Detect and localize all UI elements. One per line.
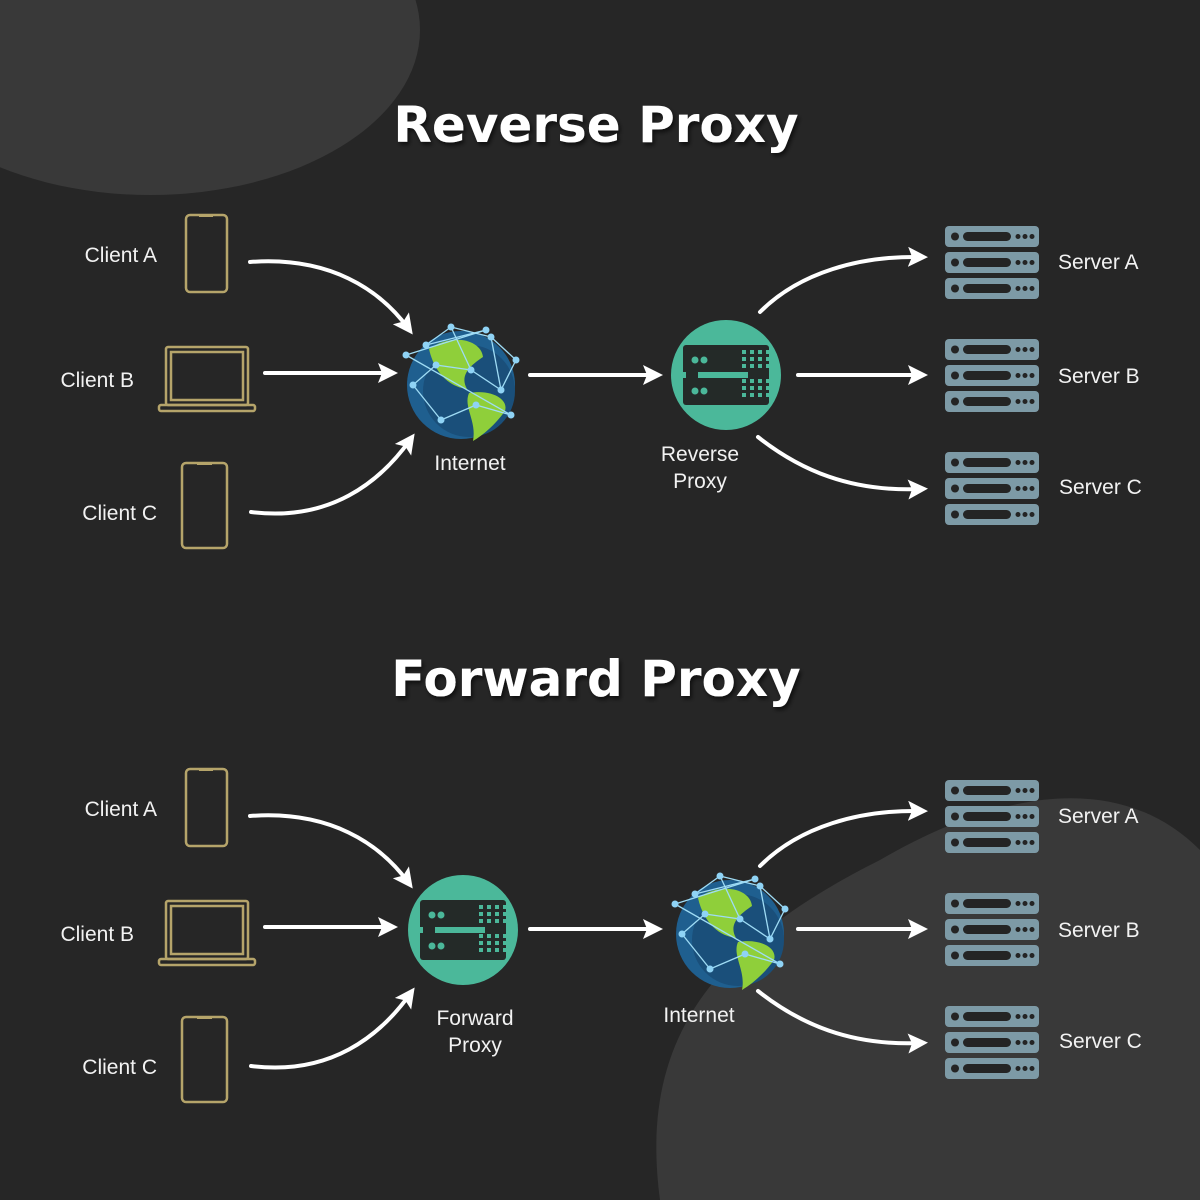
connection-arrows: [248, 246, 928, 516]
client-a-label: Client A: [85, 244, 157, 267]
client-b-label: Client B: [60, 923, 134, 946]
server-a-label: Server A: [1058, 805, 1139, 828]
laptop-icon: [157, 345, 257, 413]
phone-icon: [184, 767, 229, 848]
internet-globe-icon: [671, 872, 789, 990]
phone-icon: [180, 461, 229, 550]
server-b-label: Server B: [1058, 919, 1140, 942]
decorative-blob-top: [0, 0, 420, 195]
laptop-icon: [157, 899, 257, 967]
server-stack-icon: [945, 780, 1039, 853]
server-stack-icon: [945, 893, 1039, 966]
connection-arrows: [248, 800, 928, 1070]
client-a-label: Client A: [85, 798, 157, 821]
proxy-server-icon: [671, 320, 781, 430]
server-b-label: Server B: [1058, 365, 1140, 388]
server-a-label: Server A: [1058, 251, 1139, 274]
internet-globe-icon: [402, 323, 520, 441]
proxy-label: Proxy: [673, 470, 727, 493]
section-title: Forward Proxy: [391, 650, 800, 708]
decorative-blob-bottom: [656, 798, 1200, 1200]
client-c-label: Client C: [82, 502, 157, 525]
client-c-label: Client C: [82, 1056, 157, 1079]
server-stack-icon: [945, 1006, 1039, 1079]
server-stack-icon: [945, 339, 1039, 412]
section-title: Reverse Proxy: [393, 96, 798, 154]
proxy-label: Reverse: [661, 443, 739, 466]
client-b-label: Client B: [60, 369, 134, 392]
phone-icon: [180, 1015, 229, 1104]
proxy-label: Forward: [436, 1007, 513, 1030]
server-c-label: Server C: [1059, 476, 1142, 499]
server-c-label: Server C: [1059, 1030, 1142, 1053]
internet-label: Internet: [663, 1004, 734, 1027]
internet-label: Internet: [434, 452, 505, 475]
server-stack-icon: [945, 452, 1039, 525]
proxy-label: Proxy: [448, 1034, 502, 1057]
proxy-server-icon: [408, 875, 518, 985]
phone-icon: [184, 213, 229, 294]
server-stack-icon: [945, 226, 1039, 299]
